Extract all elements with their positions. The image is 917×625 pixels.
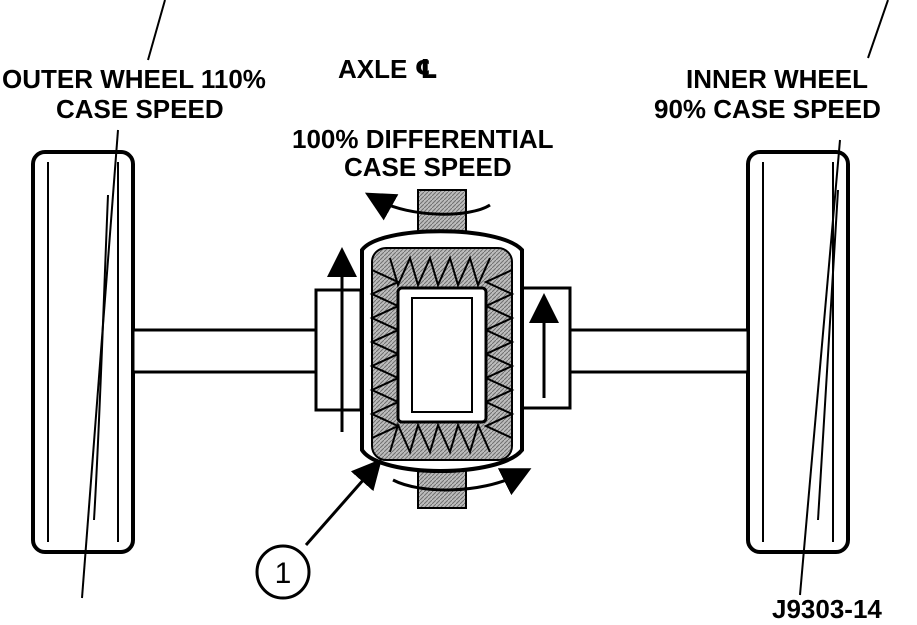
differential-case <box>314 189 572 509</box>
axle-centerline-label: AXLE ℄ <box>338 54 438 84</box>
leader-lines <box>81 0 889 599</box>
outer-wheel <box>31 150 135 554</box>
callout-1: 1 <box>255 458 382 600</box>
outer-wheel-label-line2: CASE SPEED <box>56 94 224 124</box>
callout-number: 1 <box>275 557 292 590</box>
diff-case-label-line1: 100% DIFFERENTIAL <box>292 124 554 154</box>
inner-wheel-label-line1: INNER WHEEL <box>686 64 868 94</box>
axle-shaft-right <box>566 328 750 374</box>
inner-wheel <box>746 150 850 554</box>
axle-shaft-left <box>131 328 320 374</box>
figure-id: J9303-14 <box>772 594 882 624</box>
inner-wheel-label-line2: 90% CASE SPEED <box>654 94 881 124</box>
diff-case-label-line2: CASE SPEED <box>344 152 512 182</box>
outer-wheel-label-line1: OUTER WHEEL 110% <box>2 64 266 94</box>
rotation-arrows <box>327 192 559 496</box>
